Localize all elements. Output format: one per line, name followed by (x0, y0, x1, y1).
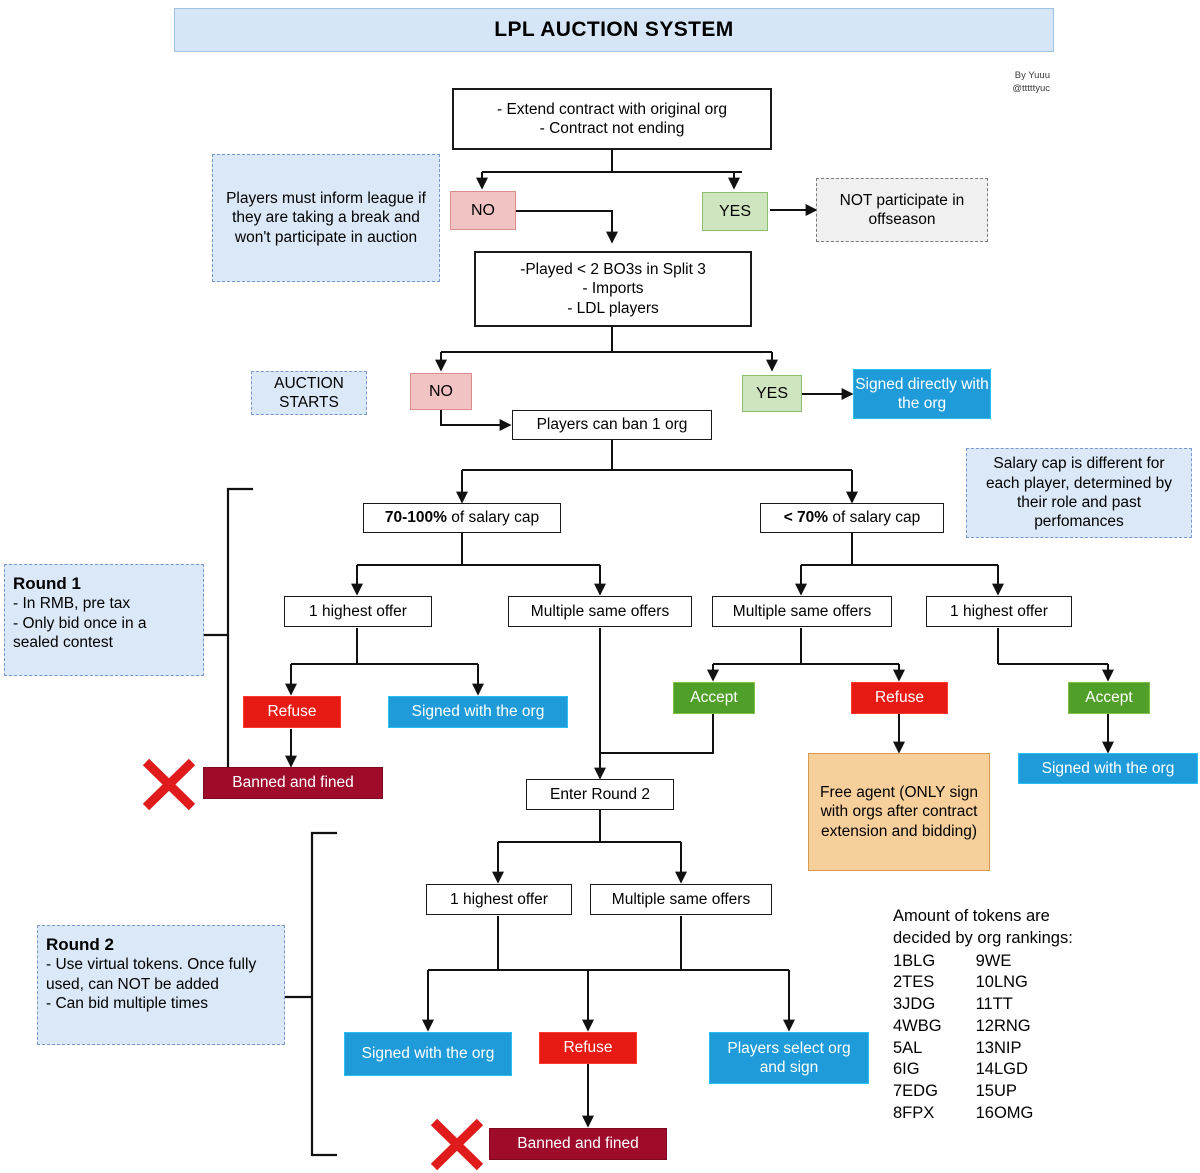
round1-bracket (196, 487, 253, 783)
rank-item: 5AL (893, 1038, 923, 1057)
decision-no-1[interactable]: NO (450, 191, 516, 230)
node-r2-banned-and-fined[interactable]: Banned and fined (489, 1128, 667, 1160)
rank-item: 7EDG (893, 1082, 938, 1101)
note-round-2: Round 2 - Use virtual tokens. Once fully… (37, 925, 285, 1045)
byline-handle: @tttttyuc (1012, 82, 1050, 94)
node-r1-signed-right[interactable]: Signed with the org (1018, 753, 1198, 784)
node-r1-left-multiple-offers[interactable]: Multiple same offers (508, 596, 692, 627)
rank-item: 1BLG (893, 951, 936, 970)
node-r1-banned-and-fined[interactable]: Banned and fined (203, 767, 383, 799)
node-r1-accept-mid[interactable]: Accept (673, 682, 755, 714)
node-r1-right-highest-offer[interactable]: 1 highest offer (926, 596, 1072, 627)
round1-heading: Round 1 (13, 574, 81, 593)
decision-yes-1[interactable]: YES (702, 192, 768, 231)
rank-item: 9WE (975, 951, 1012, 970)
note-auction-starts: AUCTION STARTS (251, 371, 367, 415)
node-cap-70-100[interactable]: 70-100% of salary cap (363, 503, 561, 533)
rank-item: 11TT (975, 995, 1013, 1014)
rankings-column-2: 9WE 10LNG 11TT 12RNG 13NIP 14LGD 15UP 16… (976, 951, 1034, 1125)
page-title: LPL AUCTION SYSTEM (174, 8, 1054, 52)
node-start[interactable]: - Extend contract with original org - Co… (452, 88, 772, 150)
byline-author: By Yuuu (1014, 70, 1050, 81)
round2-bracket (282, 831, 337, 1157)
node-r1-refuse-right[interactable]: Refuse (851, 682, 948, 714)
cap-low-label: of salary cap (828, 509, 921, 527)
node-not-participate-offseason: NOT participate in offseason (816, 178, 988, 242)
rank-item: 16OMG (975, 1103, 1034, 1122)
rank-item: 8FPX (893, 1103, 935, 1122)
node-eligibility-criteria[interactable]: -Played < 2 BO3s in Split 3 - Imports - … (474, 251, 752, 327)
node-enter-round-2[interactable]: Enter Round 2 (526, 779, 674, 810)
note-round-1: Round 1 - In RMB, pre tax - Only bid onc… (4, 564, 204, 676)
round2-heading: Round 2 (46, 935, 114, 954)
rank-item: 4WBG (893, 1016, 942, 1035)
byline: By Yuuu @tttttyuc (930, 70, 1050, 96)
rank-item: 2TES (893, 973, 935, 992)
cap-high-label: of salary cap (446, 509, 540, 527)
rank-item: 10LNG (975, 973, 1028, 992)
decision-yes-2[interactable]: YES (742, 375, 802, 412)
rank-item: 15UP (975, 1082, 1017, 1101)
round1-lines: - In RMB, pre tax - Only bid once in a s… (13, 595, 147, 652)
rank-item: 14LGD (975, 1060, 1028, 1079)
rank-item: 6IG (893, 1060, 920, 1079)
node-r1-accept-right[interactable]: Accept (1068, 682, 1150, 714)
rank-item: 3JDG (893, 995, 936, 1014)
node-r2-players-select-org[interactable]: Players select org and sign (709, 1032, 869, 1084)
org-rankings-list: Amount of tokens are decided by org rank… (893, 906, 1073, 1125)
cap-low-value: < 70% (783, 509, 829, 527)
node-signed-directly[interactable]: Signed directly with the org (853, 369, 991, 419)
node-r2-highest-offer[interactable]: 1 highest offer (426, 884, 572, 915)
node-ban-one-org[interactable]: Players can ban 1 org (512, 410, 712, 440)
rank-item: 13NIP (975, 1038, 1022, 1057)
rank-item: 12RNG (975, 1016, 1031, 1035)
node-cap-under-70[interactable]: < 70% of salary cap (760, 503, 944, 533)
node-r1-right-multiple-offers[interactable]: Multiple same offers (712, 596, 892, 627)
round2-lines: - Use virtual tokens. Once fully used, c… (46, 956, 257, 1013)
node-r2-multiple-offers[interactable]: Multiple same offers (590, 884, 772, 915)
node-r2-signed[interactable]: Signed with the org (344, 1032, 512, 1076)
cap-high-value: 70-100% (384, 509, 447, 527)
rankings-column-1: 1BLG 2TES 3JDG 4WBG 5AL 6IG 7EDG 8FPX (893, 951, 942, 1125)
node-r2-refuse[interactable]: Refuse (539, 1032, 637, 1064)
node-r1-left-highest-offer[interactable]: 1 highest offer (284, 596, 432, 627)
node-free-agent[interactable]: Free agent (ONLY sign with orgs after co… (808, 753, 990, 871)
node-r1-signed-left[interactable]: Signed with the org (388, 696, 568, 728)
node-r1-refuse-left[interactable]: Refuse (243, 696, 341, 728)
note-players-must-inform: Players must inform league if they are t… (212, 154, 440, 282)
note-salary-cap: Salary cap is different for each player,… (966, 448, 1192, 538)
rankings-header: Amount of tokens are decided by org rank… (893, 907, 1073, 947)
decision-no-2[interactable]: NO (410, 373, 472, 410)
